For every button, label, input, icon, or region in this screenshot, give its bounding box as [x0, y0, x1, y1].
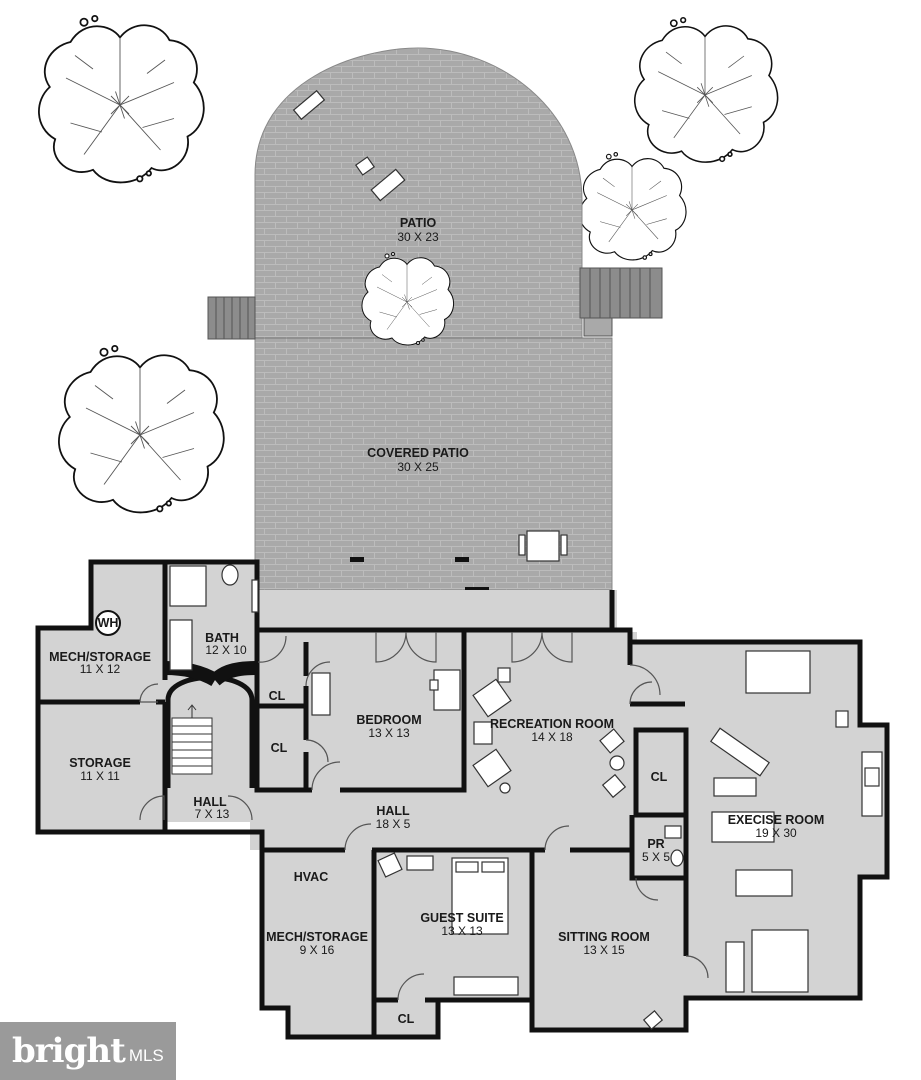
tree-icon — [633, 17, 779, 163]
sitting-room-label: SITTING ROOM — [558, 930, 650, 944]
patio-steps-right — [579, 267, 663, 337]
closet-label: CL — [398, 1012, 415, 1026]
hvac-label: HVAC — [294, 870, 329, 884]
storage-label: STORAGE — [69, 756, 131, 770]
stairs-icon — [171, 704, 213, 775]
patio-dim: 30 X 23 — [397, 230, 439, 244]
bath-dim: 12 X 10 — [205, 643, 247, 657]
mech-storage-2-dim: 9 X 16 — [300, 943, 335, 957]
bedroom-furniture — [311, 669, 461, 716]
door-swings — [139, 631, 709, 1001]
guest-suite-furniture — [377, 852, 664, 1030]
tree-icon — [38, 14, 205, 184]
watermark-brand: bright — [12, 1031, 126, 1071]
closet-label: CL — [651, 770, 668, 784]
exercise-equipment — [710, 650, 883, 993]
hall-small-label: HALL — [193, 795, 227, 809]
mech-storage-1-label: MECH/STORAGE — [49, 650, 151, 664]
mech-storage-1-dim: 11 X 12 — [80, 662, 121, 676]
bedroom-dim: 13 X 13 — [368, 726, 410, 740]
powder-room-label: PR — [647, 837, 664, 851]
bath-fixtures — [169, 564, 259, 671]
patio-label: PATIO — [400, 216, 437, 230]
bath-label: BATH — [205, 631, 239, 645]
water-heater-label: WH — [98, 616, 119, 630]
tree-icon — [579, 152, 687, 261]
powder-room-fixtures — [664, 825, 684, 867]
recreation-room-label: RECREATION ROOM — [490, 717, 614, 731]
mech-storage-2-label: MECH/STORAGE — [266, 930, 368, 944]
hall-main-dim: 18 X 5 — [376, 817, 411, 831]
hall-small-dim: 7 X 13 — [195, 807, 230, 821]
exercise-room-label: EXECISE ROOM — [728, 813, 825, 827]
recreation-furniture — [472, 667, 627, 799]
closet-label: CL — [271, 741, 288, 755]
covered-patio-label: COVERED PATIO — [367, 446, 469, 460]
guest-suite-label: GUEST SUITE — [420, 911, 503, 925]
hall-main-label: HALL — [376, 804, 410, 818]
tree-icon — [58, 344, 225, 514]
closet-label: CL — [269, 689, 286, 703]
lounge-chair-icon — [292, 89, 406, 202]
walls — [35, 559, 890, 1040]
watermark-suffix: MLS — [128, 1046, 164, 1065]
bright-mls-watermark: bright MLS — [0, 1022, 176, 1080]
patio-table-icon — [518, 530, 568, 562]
guest-suite-dim: 13 X 13 — [441, 924, 483, 938]
storage-dim: 11 X 11 — [80, 769, 120, 783]
patio-steps-left — [207, 296, 256, 340]
house-floor — [38, 562, 888, 1038]
patio-area — [254, 47, 583, 339]
powder-room-dim: 5 X 5 — [642, 850, 670, 864]
sitting-room-dim: 13 X 15 — [583, 943, 625, 957]
bedroom-label: BEDROOM — [356, 713, 421, 727]
recreation-room-dim: 14 X 18 — [531, 730, 573, 744]
covered-patio-dim: 30 X 25 — [397, 460, 439, 474]
exercise-room-dim: 19 X 30 — [755, 826, 797, 840]
water-heater-icon — [95, 610, 121, 636]
